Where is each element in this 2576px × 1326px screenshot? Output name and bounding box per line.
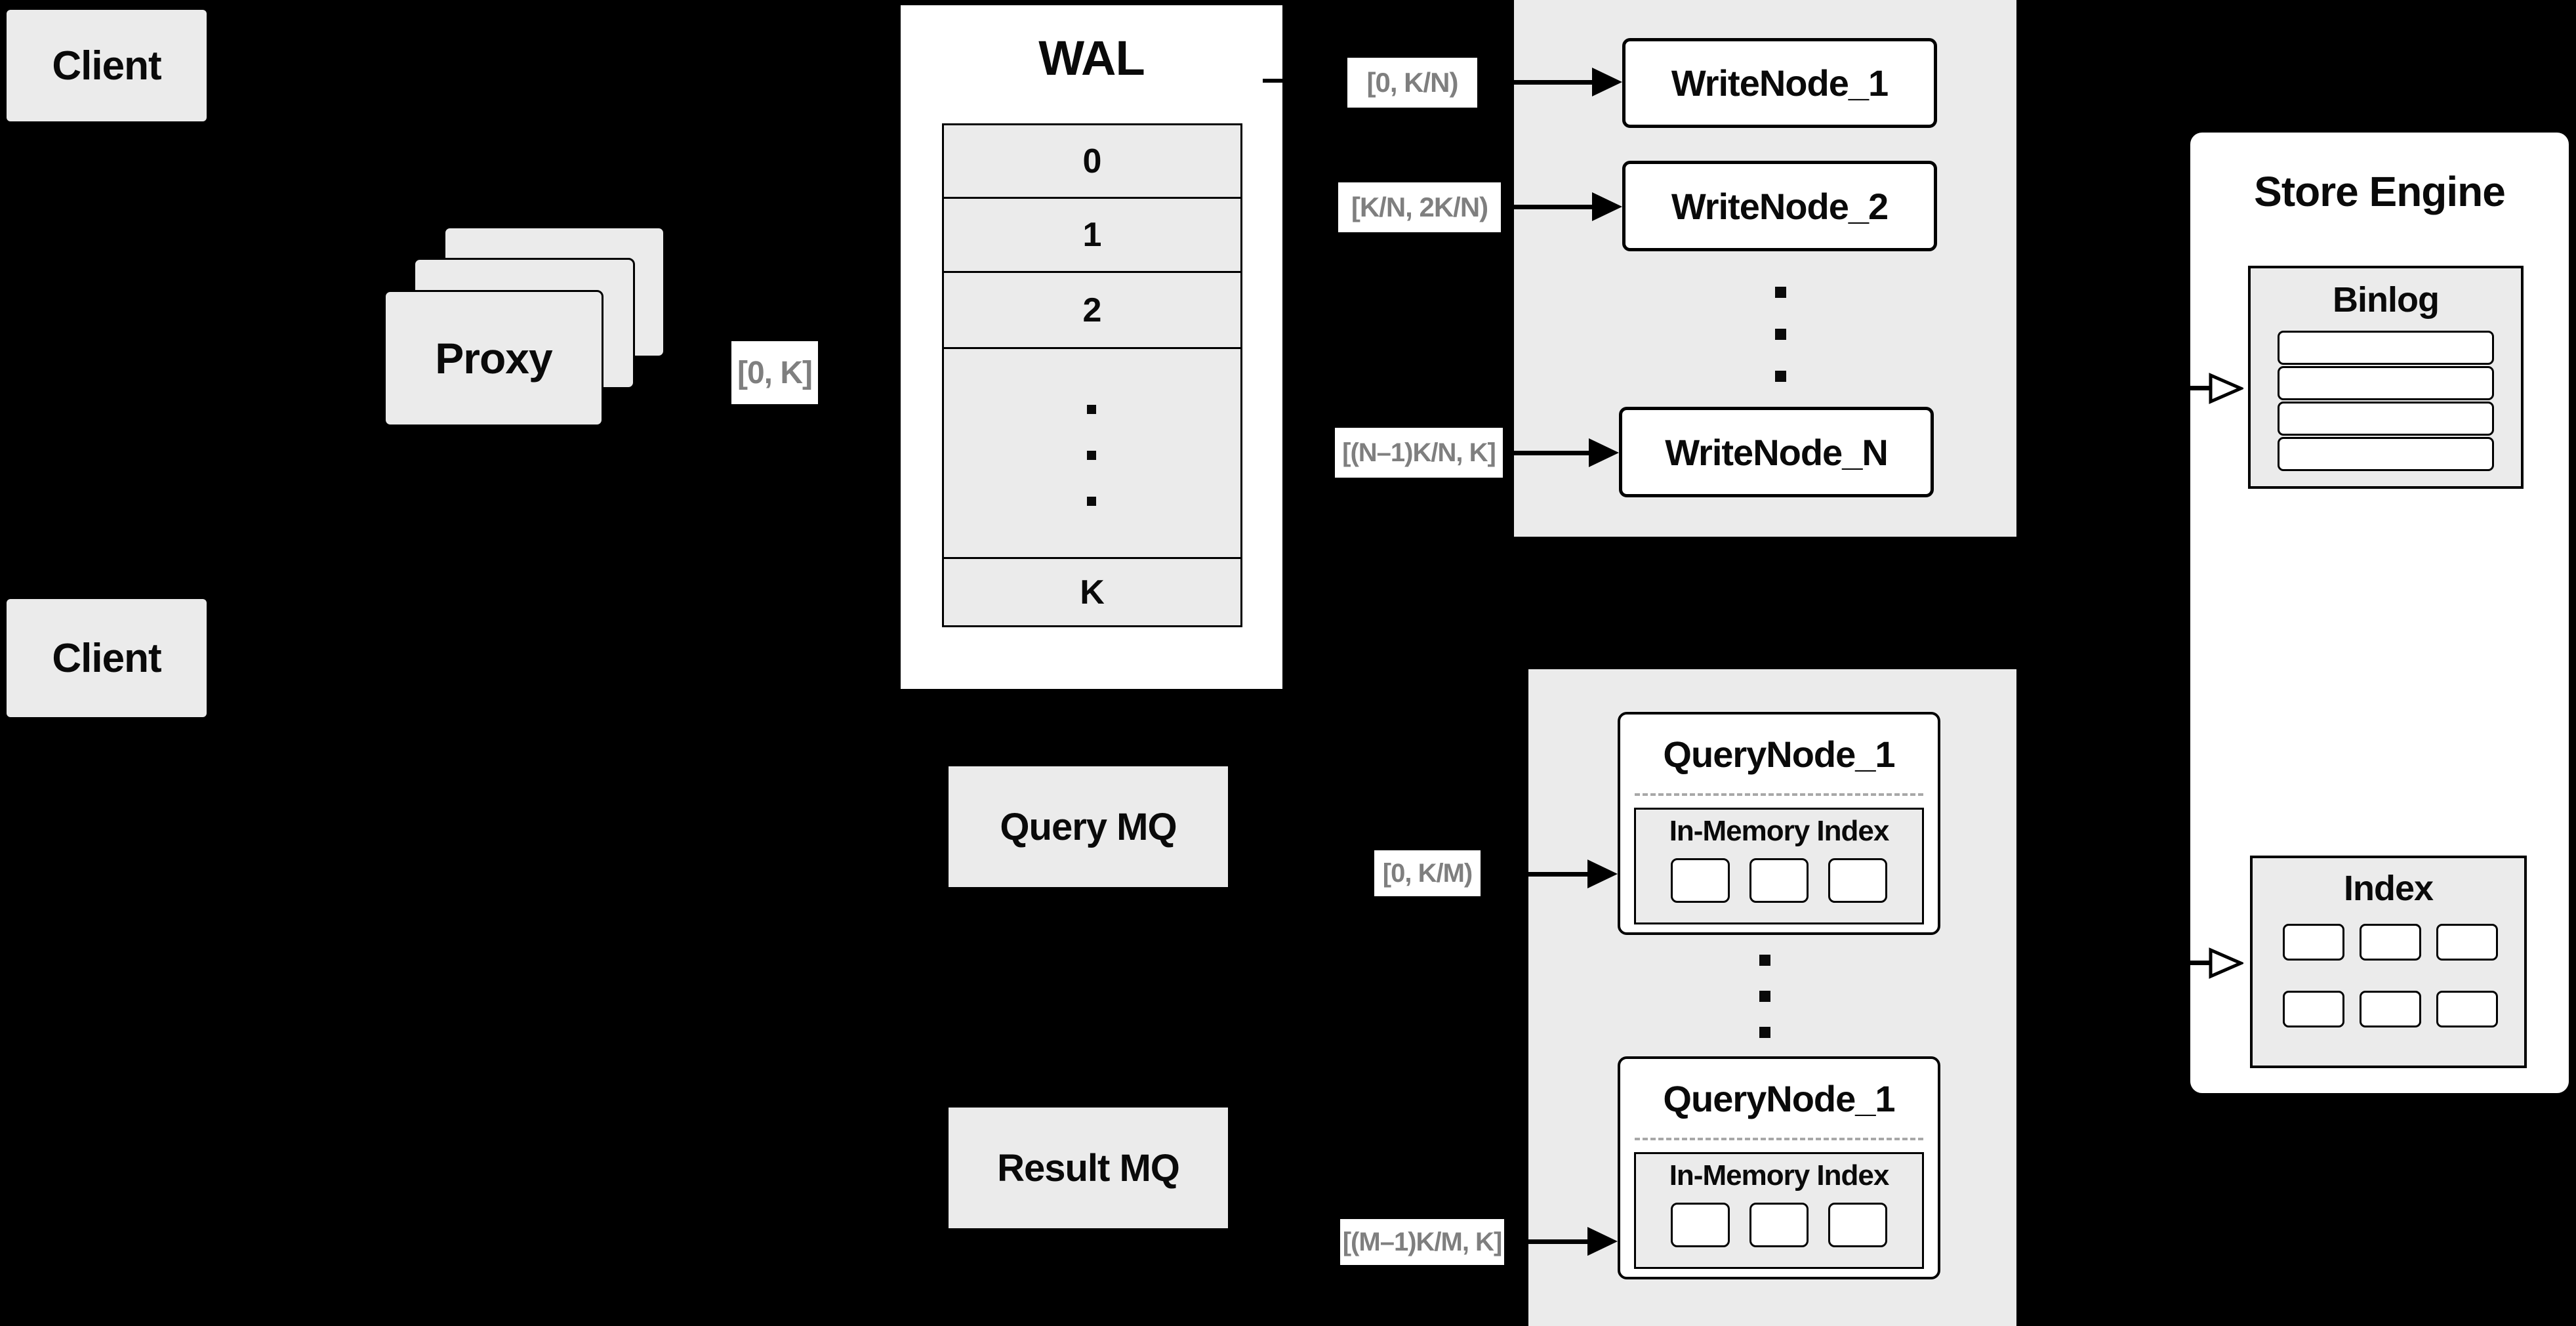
arrow-head-querynode-m bbox=[1587, 1227, 1618, 1256]
wal-segment-0: 0 bbox=[944, 125, 1240, 199]
index-segment bbox=[1671, 858, 1730, 903]
writenode-1-box: WriteNode_1 bbox=[1622, 38, 1937, 128]
client-box-top: Client bbox=[7, 10, 207, 121]
query-mq-box: Query MQ bbox=[947, 764, 1230, 889]
result-mq-box: Result MQ bbox=[947, 1106, 1230, 1230]
writenode-2-label: WriteNode_2 bbox=[1671, 185, 1889, 227]
arrow-line-querynode-1 bbox=[1484, 872, 1588, 877]
wal-segment-table: 0 1 2 K bbox=[942, 123, 1242, 627]
writenode-n-box: WriteNode_N bbox=[1619, 407, 1934, 497]
wal-segment-ellipsis bbox=[944, 349, 1240, 559]
ellipsis-dot bbox=[1759, 991, 1770, 1002]
arrow-line-querynode-m bbox=[1507, 1239, 1588, 1244]
range-label-querynode-1: [0, K/M) bbox=[1374, 850, 1481, 896]
index-segment bbox=[1749, 1203, 1809, 1247]
querynode-1-box: QueryNode_1 In-Memory Index bbox=[1618, 712, 1940, 935]
querynode-divider bbox=[1635, 793, 1923, 796]
ellipsis-dot bbox=[1759, 1027, 1770, 1038]
range-label-proxy-wal: [0, K] bbox=[731, 341, 818, 404]
in-memory-index-box: In-Memory Index bbox=[1634, 1152, 1924, 1269]
writenode-2-box: WriteNode_2 bbox=[1622, 161, 1937, 251]
ellipsis-dot bbox=[1087, 405, 1096, 414]
binlog-row bbox=[2278, 437, 2494, 471]
arrow-line-writenode-1 bbox=[1484, 80, 1593, 85]
in-memory-index-label: In-Memory Index bbox=[1669, 1159, 1890, 1191]
ellipsis-dot bbox=[1775, 287, 1786, 298]
ellipsis-dot bbox=[1759, 955, 1770, 966]
arrow-line-index bbox=[2125, 961, 2213, 965]
wal-segment-2: 2 bbox=[944, 273, 1240, 349]
arrow-line-writenode-2 bbox=[1507, 205, 1593, 209]
client-label: Client bbox=[52, 635, 161, 681]
result-mq-label: Result MQ bbox=[997, 1146, 1180, 1190]
arrow-head-writenode-2 bbox=[1592, 192, 1622, 221]
in-memory-index-label: In-Memory Index bbox=[1669, 815, 1890, 847]
store-engine-title: Store Engine bbox=[2254, 168, 2506, 215]
wal-title: WAL bbox=[1038, 30, 1145, 85]
writenode-n-label: WriteNode_N bbox=[1665, 431, 1889, 473]
binlog-box: Binlog bbox=[2248, 266, 2524, 489]
ellipsis-dot bbox=[1087, 451, 1096, 460]
index-cell bbox=[2436, 924, 2498, 961]
binlog-row bbox=[2278, 331, 2494, 365]
client-box-bottom: Client bbox=[7, 599, 207, 717]
querynode-divider bbox=[1635, 1138, 1923, 1140]
proxy-box: Proxy bbox=[384, 290, 603, 426]
query-mq-label: Query MQ bbox=[1000, 805, 1177, 848]
index-segments bbox=[1636, 858, 1922, 903]
index-segment bbox=[1671, 1203, 1730, 1247]
binlog-row bbox=[2278, 402, 2494, 436]
index-segment bbox=[1828, 1203, 1887, 1247]
ellipsis-dot bbox=[1775, 329, 1786, 340]
arrow-line-writenode-n bbox=[1509, 451, 1589, 455]
index-cells bbox=[2253, 924, 2524, 1027]
binlog-title: Binlog bbox=[2333, 280, 2440, 320]
index-cell bbox=[2283, 991, 2344, 1027]
wal-out-connector-stub bbox=[1263, 79, 1284, 83]
querynode-1-label: QueryNode_1 bbox=[1663, 733, 1895, 775]
writenode-1-label: WriteNode_1 bbox=[1671, 62, 1889, 104]
index-cell bbox=[2436, 991, 2498, 1027]
querynode-m-box: QueryNode_1 In-Memory Index bbox=[1618, 1056, 1940, 1279]
arrow-head-querynode-1 bbox=[1587, 860, 1618, 888]
arrow-head-index bbox=[2209, 947, 2243, 979]
index-segments bbox=[1636, 1203, 1922, 1247]
arrow-head-binlog bbox=[2209, 373, 2243, 404]
ellipsis-dot bbox=[1775, 371, 1786, 382]
arrow-line-binlog bbox=[2125, 386, 2213, 390]
index-box: Index bbox=[2250, 856, 2527, 1068]
in-memory-index-box: In-Memory Index bbox=[1634, 808, 1924, 924]
range-label-writenode-n: [(N–1)K/N, K] bbox=[1335, 428, 1503, 478]
index-cell bbox=[2360, 991, 2421, 1027]
range-label-querynode-m: [(M–1)K/M, K] bbox=[1340, 1219, 1504, 1265]
wal-segment-1: 1 bbox=[944, 199, 1240, 273]
index-cell bbox=[2360, 924, 2421, 961]
range-label-writenode-2: [K/N, 2K/N) bbox=[1338, 182, 1501, 232]
binlog-row bbox=[2278, 366, 2494, 400]
range-label-writenode-1: [0, K/N) bbox=[1347, 58, 1477, 108]
index-segment bbox=[1828, 858, 1887, 903]
binlog-rows bbox=[2251, 331, 2521, 472]
proxy-label: Proxy bbox=[435, 334, 552, 383]
index-segment bbox=[1749, 858, 1809, 903]
index-cell bbox=[2283, 924, 2344, 961]
arrow-head-writenode-1 bbox=[1592, 68, 1622, 96]
arrow-head-writenode-n bbox=[1589, 438, 1619, 467]
client-label: Client bbox=[52, 43, 161, 89]
wal-segment-k: K bbox=[944, 559, 1240, 625]
index-title: Index bbox=[2343, 869, 2434, 908]
ellipsis-dot bbox=[1087, 497, 1096, 506]
querynode-m-label: QueryNode_1 bbox=[1663, 1077, 1895, 1119]
